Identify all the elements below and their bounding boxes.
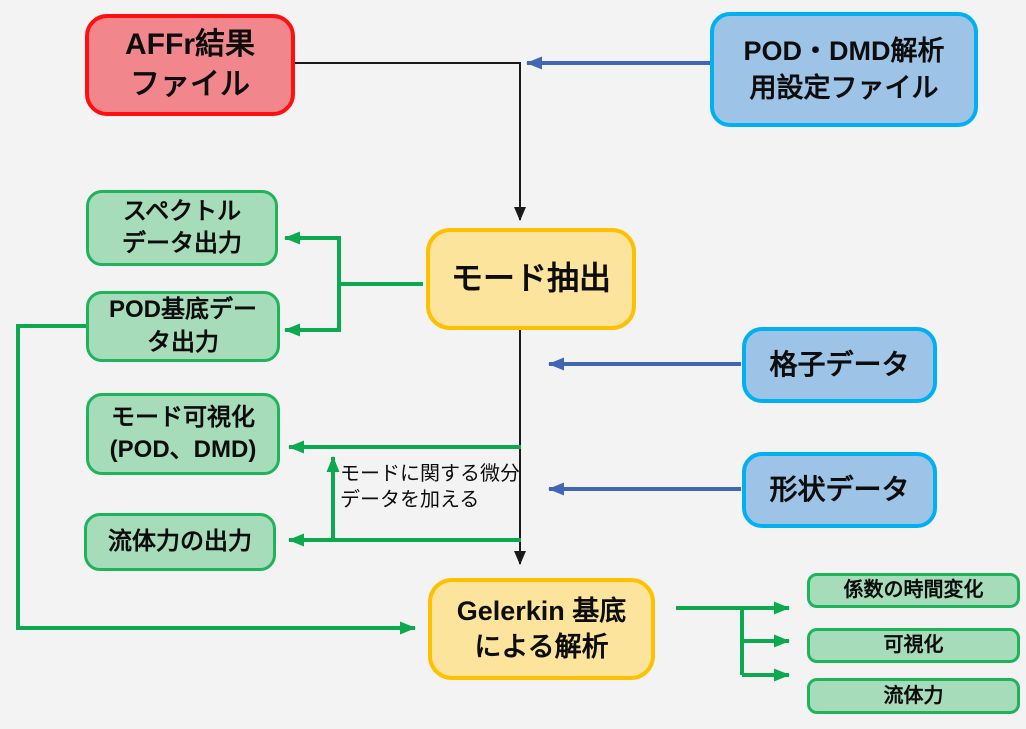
node-fluid-force-output-label: 流体力の出力 xyxy=(108,527,252,555)
node-mode-extraction: モード抽出 xyxy=(426,228,636,330)
node-visualization: 可視化 xyxy=(807,628,1020,663)
node-grid-data-label: 格子データ xyxy=(769,349,910,381)
node-galerkin-basis-analysis-label: Gelerkin 基底 による解析 xyxy=(456,595,627,662)
node-fluid-force-label: 流体力 xyxy=(883,684,944,707)
node-pod-dmd-settings-file: POD・DMD解析 用設定ファイル xyxy=(710,12,978,127)
node-affr-result-file: AFFr結果 ファイル xyxy=(85,14,295,116)
node-coefficient-time-history-label: 係数の時間変化 xyxy=(843,579,984,601)
node-pod-dmd-settings-file-label: POD・DMD解析 用設定ファイル xyxy=(743,36,945,103)
edge-to-spectrum-output xyxy=(284,231,341,332)
node-shape-data: 形状データ xyxy=(742,452,937,528)
node-mode-visualization-label: モード可視化 (POD、DMD) xyxy=(109,403,257,463)
node-fluid-force-output: 流体力の出力 xyxy=(84,513,276,571)
node-spectrum-data-output-label: スペクトル データ出力 xyxy=(122,197,242,257)
node-spectrum-data-output: スペクトル データ出力 xyxy=(86,190,278,266)
node-grid-data: 格子データ xyxy=(742,327,937,403)
node-visualization-label: 可視化 xyxy=(883,634,944,656)
edge-affr-to-mode-extraction xyxy=(295,62,526,221)
node-pod-basis-data-output-label: POD基底デー タ出力 xyxy=(108,296,257,356)
node-mode-extraction-label: モード抽出 xyxy=(450,260,611,297)
edge-pod-basis-to-galerkin xyxy=(16,324,416,635)
node-affr-result-file-label: AFFr結果 ファイル xyxy=(125,27,255,102)
annotation-add-differential-data: モードに関する微分 データを加える xyxy=(340,463,520,512)
node-coefficient-time-history: 係数の時間変化 xyxy=(807,573,1020,608)
node-pod-basis-data-output: POD基底デー タ出力 xyxy=(86,291,280,362)
node-fluid-force: 流体力 xyxy=(807,678,1020,714)
node-galerkin-basis-analysis: Gelerkin 基底 による解析 xyxy=(428,578,655,680)
node-shape-data-label: 形状データ xyxy=(769,474,910,506)
node-mode-visualization: モード可視化 (POD、DMD) xyxy=(86,393,280,475)
